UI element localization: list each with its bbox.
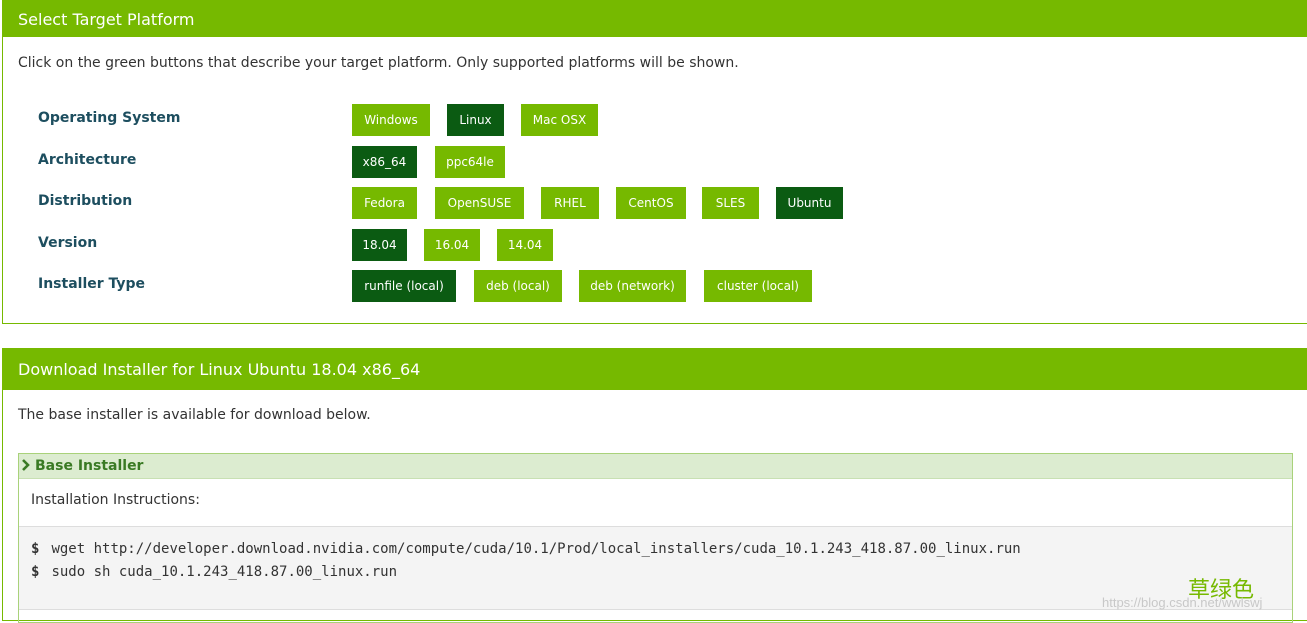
watermark-text: 草绿色 [1188,578,1255,603]
download-installer-title: Download Installer for Linux Ubuntu 18.0… [18,360,421,379]
version-label: Version [38,235,98,251]
row-operating-system: Operating System Windows Linux Mac OSX [3,104,1307,138]
row-distribution: Distribution Fedora OpenSUSE RHEL CentOS… [3,187,1307,221]
distro-rhel-button[interactable]: RHEL [541,187,599,219]
row-version: Version 18.04 16.04 14.04 [3,229,1307,263]
distro-opensuse-button[interactable]: OpenSUSE [435,187,524,219]
arch-ppc64le-button[interactable]: ppc64le [435,146,505,178]
distro-sles-button[interactable]: SLES [702,187,759,219]
version-18-04-button[interactable]: 18.04 [352,229,407,261]
os-windows-button[interactable]: Windows [352,104,430,136]
row-architecture: Architecture x86_64 ppc64le [3,146,1307,180]
command-block: $ wget http://developer.download.nvidia.c… [19,526,1292,610]
command-line-wget: $ wget http://developer.download.nvidia.c… [31,541,1021,557]
distro-fedora-button[interactable]: Fedora [352,187,417,219]
distro-ubuntu-button[interactable]: Ubuntu [776,187,843,219]
os-macosx-button[interactable]: Mac OSX [521,104,598,136]
panel-title: Select Target Platform [3,1,1307,37]
installation-instructions-label: Installation Instructions: [31,492,200,508]
base-installer-header[interactable]: Base Installer [19,454,1292,479]
platform-intro-text: Click on the green buttons that describe… [18,55,739,71]
installer-type-label: Installer Type [38,276,146,292]
installer-deb-local-button[interactable]: deb (local) [474,270,562,302]
version-14-04-button[interactable]: 14.04 [497,229,553,261]
installer-cluster-local-button[interactable]: cluster (local) [704,270,812,302]
watermark-url: https://blog.csdn.net/wwlswj [1102,595,1263,610]
base-installer-section: Base Installer Installation Instructions… [18,453,1293,623]
download-intro-text: The base installer is available for down… [18,407,371,423]
prompt-symbol: $ [31,564,40,580]
panel-title: Download Installer for Linux Ubuntu 18.0… [3,349,1307,390]
installer-deb-network-button[interactable]: deb (network) [579,270,686,302]
command-text: wget http://developer.download.nvidia.co… [51,541,1021,557]
select-target-platform-title: Select Target Platform [18,9,195,29]
download-installer-panel: Download Installer for Linux Ubuntu 18.0… [2,348,1307,623]
operating-system-label: Operating System [38,110,181,126]
distribution-label: Distribution [38,193,133,209]
base-installer-title: Base Installer [35,458,144,474]
os-linux-button[interactable]: Linux [447,104,504,136]
command-line-sudo-sh: $ sudo sh cuda_10.1.243_418.87.00_linux.r… [31,564,397,580]
arch-x86-64-button[interactable]: x86_64 [352,146,417,178]
architecture-label: Architecture [38,152,137,168]
distro-centos-button[interactable]: CentOS [616,187,686,219]
prompt-symbol: $ [31,541,40,557]
select-target-platform-panel: Select Target Platform Click on the gree… [2,0,1307,324]
row-installer-type: Installer Type runfile (local) deb (loca… [3,270,1307,304]
installer-runfile-local-button[interactable]: runfile (local) [352,270,456,302]
chevron-right-icon [21,458,35,474]
command-text: sudo sh cuda_10.1.243_418.87.00_linux.ru… [51,564,398,580]
version-16-04-button[interactable]: 16.04 [424,229,480,261]
